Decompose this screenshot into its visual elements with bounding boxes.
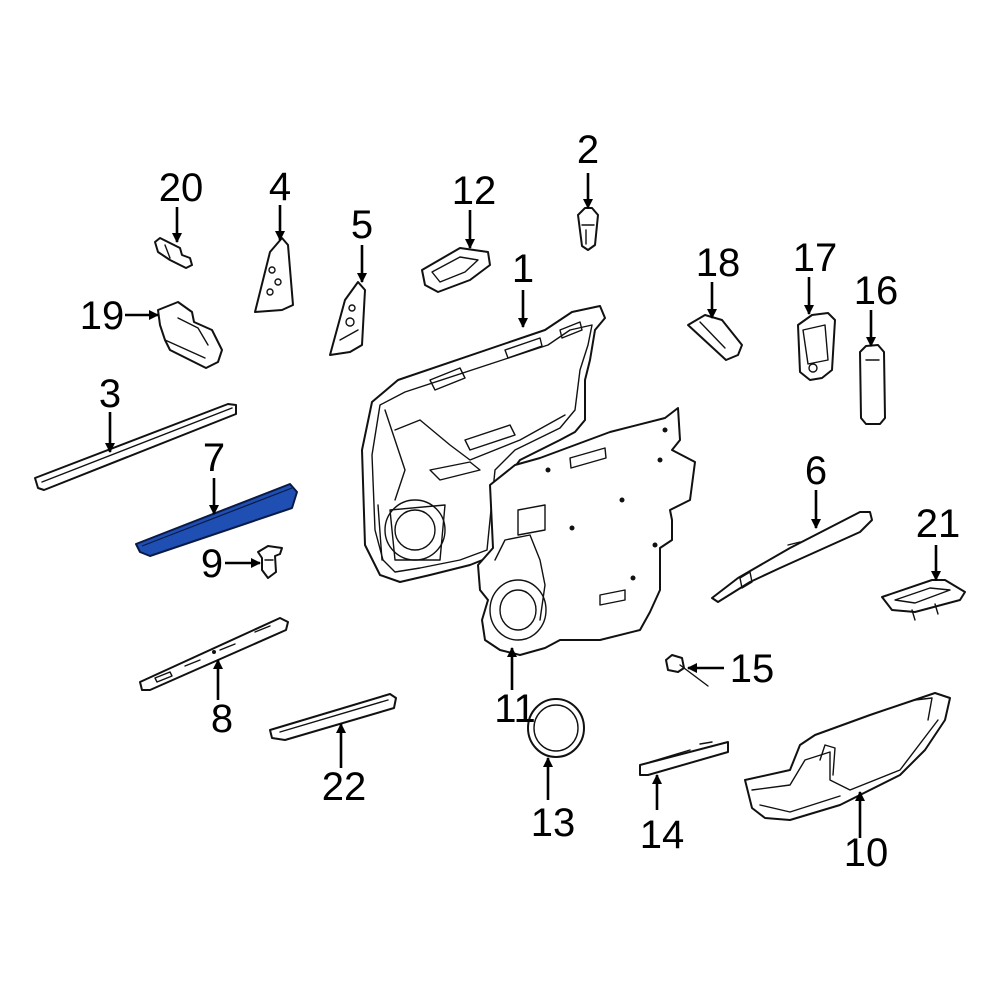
part-14-bracket[interactable] (639, 741, 729, 776)
callout-22: 22 (322, 765, 367, 809)
callout-17: 17 (793, 236, 838, 280)
callout-2: 2 (577, 128, 599, 172)
part-2-clip[interactable] (577, 207, 599, 251)
callout-13: 13 (531, 801, 576, 845)
part-15-screw[interactable] (665, 654, 709, 687)
callout-19: 19 (80, 294, 125, 338)
part-18-pull-cup[interactable] (687, 314, 743, 361)
part-7-weatherstrip[interactable] (135, 483, 298, 557)
part-12-handle-bezel[interactable] (421, 247, 491, 293)
part-21-bezel[interactable] (881, 579, 966, 621)
part-1-door-frame[interactable] (361, 305, 606, 583)
part-6-armrest-trim[interactable] (711, 511, 873, 603)
callout-18: 18 (696, 241, 741, 285)
callout-numbers: 1 2 3 4 5 6 7 8 9 10 11 12 13 14 15 16 1… (80, 128, 961, 875)
part-22-molding[interactable] (269, 693, 397, 741)
part-9-clip[interactable] (257, 545, 283, 579)
part-20-plunger[interactable] (154, 237, 193, 269)
part-19-switch[interactable] (157, 301, 223, 369)
callout-16: 16 (854, 269, 899, 313)
part-16-handle-insert[interactable] (859, 344, 886, 425)
callout-7: 7 (203, 436, 225, 480)
callout-9: 9 (201, 542, 223, 586)
callout-20: 20 (159, 166, 204, 210)
part-17-switch-housing[interactable] (797, 312, 836, 381)
callout-11: 11 (494, 687, 536, 731)
callout-14: 14 (640, 813, 685, 857)
callout-3: 3 (99, 372, 121, 416)
part-13-speaker-ring[interactable] (527, 698, 585, 758)
callout-12: 12 (452, 169, 497, 213)
callout-10: 10 (844, 831, 889, 875)
part-10-armrest[interactable] (744, 692, 951, 821)
callout-4: 4 (269, 165, 291, 209)
callout-1: 1 (512, 247, 534, 291)
part-8-trim-strip[interactable] (139, 617, 289, 691)
callout-21: 21 (916, 502, 961, 546)
leader-arrows (105, 173, 941, 838)
callout-8: 8 (211, 697, 233, 741)
part-5-mirror-cover[interactable] (329, 281, 366, 356)
part-3-belt-molding[interactable] (34, 403, 237, 491)
callout-5: 5 (351, 203, 373, 247)
callout-15: 15 (730, 647, 775, 691)
part-11-trim-panel[interactable] (477, 407, 696, 656)
callout-6: 6 (805, 449, 827, 493)
part-4-mirror-cover[interactable] (254, 237, 294, 313)
